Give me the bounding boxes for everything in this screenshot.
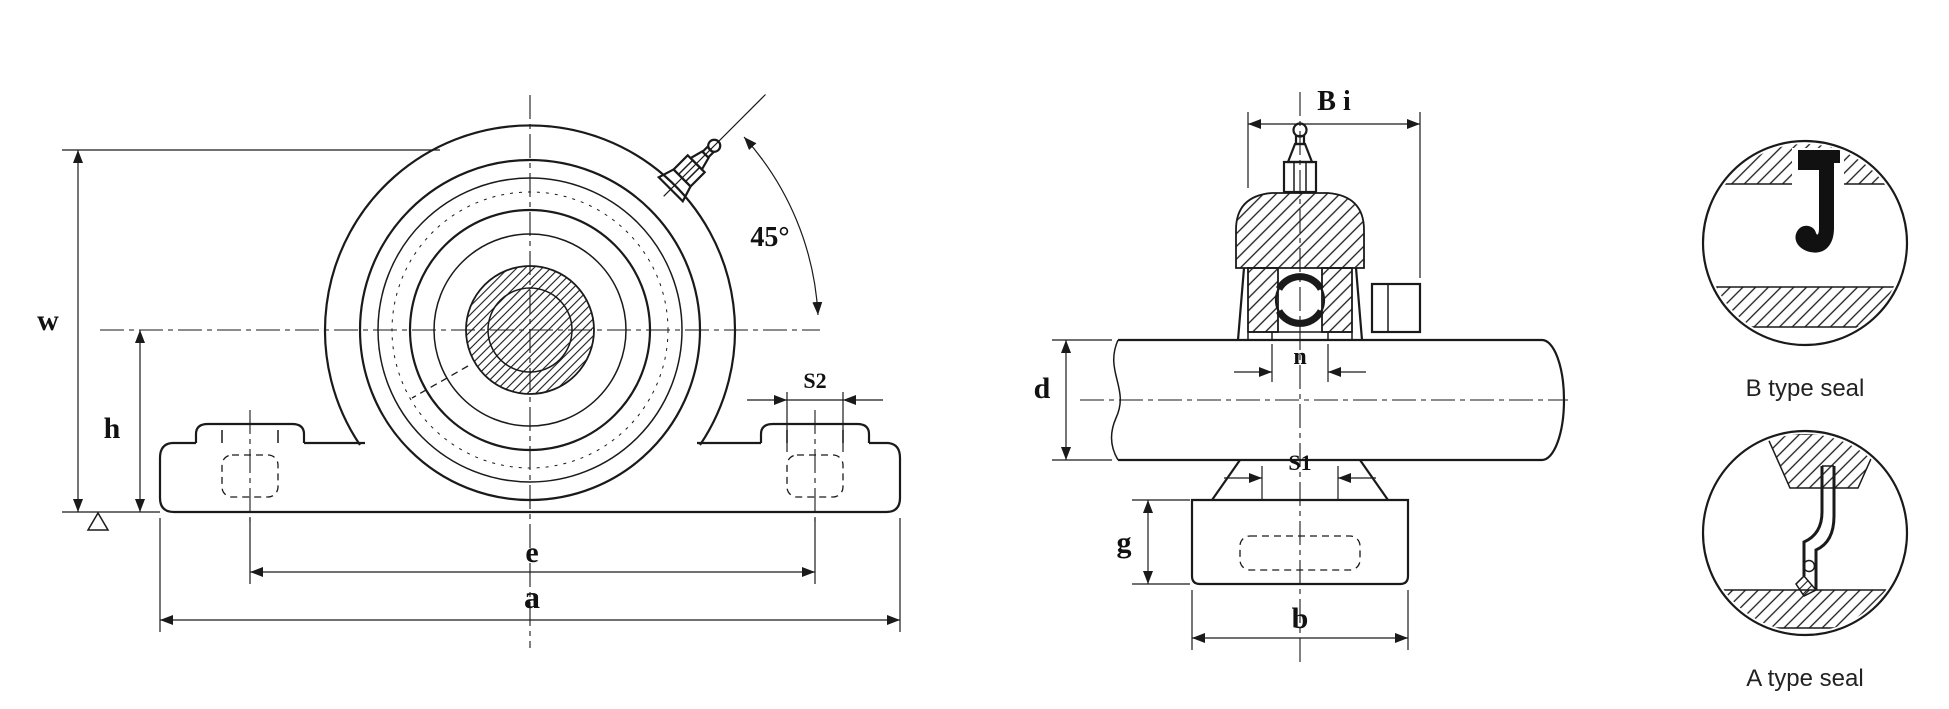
shaft-break-line-left bbox=[1110, 339, 1121, 461]
seal-detail-a: A type seal bbox=[1701, 429, 1909, 692]
bearing-section-right bbox=[1321, 267, 1353, 333]
garter-spring bbox=[1802, 559, 1816, 573]
side-view: B i n d S1 g b bbox=[1034, 86, 1568, 662]
b-seal-caption: B type seal bbox=[1746, 375, 1865, 402]
housing-side-left bbox=[1236, 267, 1246, 341]
a-seal-case-line bbox=[1802, 466, 1824, 576]
angle-label: 45° bbox=[750, 222, 789, 253]
seal-detail-b: B type seal bbox=[1701, 139, 1909, 402]
front-view: 45° w h S2 e a bbox=[37, 94, 902, 648]
dim-label-d: d bbox=[1034, 372, 1051, 405]
shaft-hatch-band bbox=[1706, 590, 1904, 628]
base-block bbox=[1190, 498, 1410, 586]
inner-race-section bbox=[1275, 309, 1325, 327]
dim-label-a: a bbox=[524, 579, 540, 615]
detail-a-content bbox=[1706, 434, 1904, 629]
detail-circle-a bbox=[1701, 429, 1909, 637]
datum-triangle-symbol bbox=[86, 511, 110, 531]
hex-facet-line bbox=[685, 166, 701, 182]
dim-label-e: e bbox=[525, 536, 538, 569]
shaft-hatch-band bbox=[1706, 287, 1904, 327]
shaft-end-curve-right bbox=[1541, 338, 1566, 462]
dim-label-w: w bbox=[37, 304, 59, 337]
detail-b-content bbox=[1706, 144, 1904, 328]
dim-label-b: b bbox=[1292, 602, 1309, 635]
bolt-slot-section bbox=[1239, 535, 1361, 571]
grease-fitting-front bbox=[656, 94, 766, 204]
b-seal-profile bbox=[1795, 150, 1840, 253]
dim-label-s1: S1 bbox=[1288, 450, 1311, 475]
angle-arc bbox=[743, 136, 823, 316]
hidden-radial-line bbox=[411, 365, 469, 399]
dim-label-h: h bbox=[104, 412, 121, 445]
bearing-section-left bbox=[1247, 267, 1279, 333]
housing-cap-section bbox=[1235, 192, 1365, 269]
housing-side-right bbox=[1354, 267, 1364, 341]
fitting-axis-line bbox=[663, 94, 766, 197]
a-seal-caption: A type seal bbox=[1746, 665, 1863, 692]
set-collar bbox=[1370, 282, 1422, 334]
base-neck-right bbox=[1359, 459, 1389, 501]
detail-circle-b bbox=[1701, 139, 1909, 347]
dim-label-s2: S2 bbox=[803, 368, 826, 393]
dim-label-g: g bbox=[1117, 526, 1132, 559]
fitting-ball-tip bbox=[707, 138, 722, 153]
dim-label-n: n bbox=[1293, 344, 1306, 370]
hex-facet-line bbox=[678, 159, 694, 175]
housing-hatch-wedge bbox=[1764, 434, 1884, 489]
outer-race-section bbox=[1275, 273, 1325, 291]
base-neck-left bbox=[1211, 459, 1241, 501]
base-outline bbox=[158, 441, 902, 514]
dim-label-Bi: B i bbox=[1317, 86, 1351, 117]
a-seal-case-line bbox=[1814, 466, 1836, 590]
